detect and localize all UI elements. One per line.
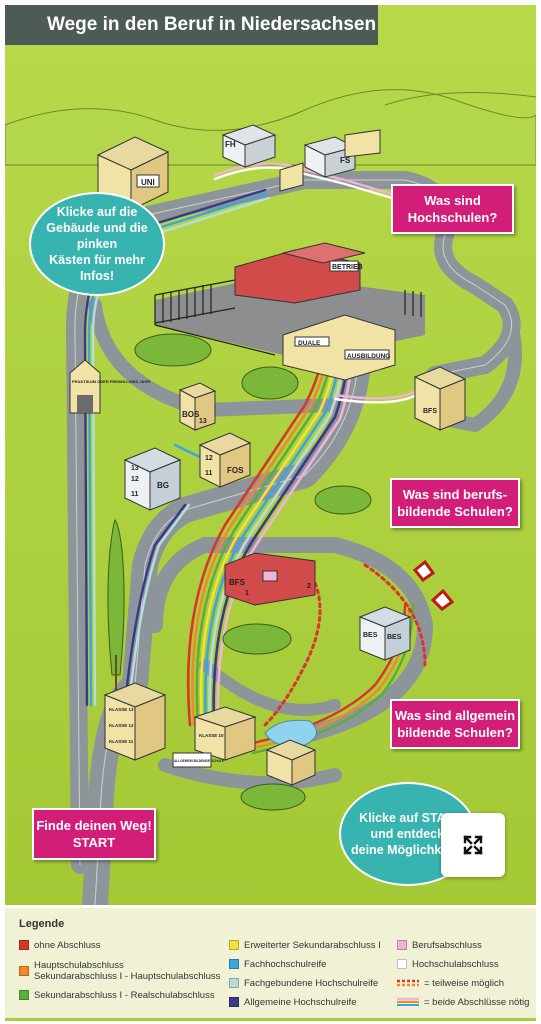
legend-swatch bbox=[19, 966, 29, 976]
legend-label: Sekundarabschluss I - Realschulabschluss bbox=[34, 990, 215, 1001]
legend-item: Sekundarabschluss I - Realschulabschluss bbox=[19, 990, 215, 1001]
fh-building bbox=[221, 124, 277, 168]
bg-12: 12 bbox=[131, 476, 139, 483]
hochschulen-button[interactable]: Was sind Hochschulen? bbox=[391, 184, 514, 234]
allgemein-schule-building bbox=[103, 682, 317, 786]
bubble-top-line4: Infos! bbox=[79, 269, 115, 283]
career-path-map: UNI FH FS BETRIEB DUALE AUSBILDUNG PRAKT… bbox=[5, 5, 536, 905]
allgemeinbildende-line1: Was sind allgemein bbox=[394, 708, 516, 723]
bes-building bbox=[358, 606, 412, 661]
bfs-mid-1: 1 bbox=[245, 590, 249, 597]
bes2-label: BES bbox=[387, 634, 402, 641]
legend-label: ohne Abschluss bbox=[34, 940, 101, 951]
fh-label: FH bbox=[225, 140, 236, 149]
legend-label: Allgemeine Hochschulreife bbox=[244, 997, 357, 1008]
legend-item: Hauptschulabschluss Sekundarabschluss I … bbox=[19, 960, 220, 982]
legend-swatch bbox=[19, 940, 29, 950]
berufsbildende-line2: bildende Schulen? bbox=[397, 504, 513, 519]
legend-swatch bbox=[229, 940, 239, 950]
allgemeinbildende-button[interactable]: Was sind allgemein bildende Schulen? bbox=[390, 699, 520, 749]
bfs-mid-2: 2 bbox=[307, 583, 311, 590]
start-line2: START bbox=[72, 835, 116, 850]
bubble-top-line3: Kästen für mehr bbox=[49, 253, 145, 267]
bubble-top-line1: Klicke auf die bbox=[56, 205, 138, 219]
bubble-bottom-line1: Klicke auf START bbox=[359, 811, 463, 825]
legend-label: Berufsabschluss bbox=[412, 940, 482, 951]
legend-label: Hochschulabschluss bbox=[412, 959, 499, 970]
legend-swatch bbox=[19, 990, 29, 1000]
legend-label: Fachhochschulreife bbox=[244, 959, 327, 970]
klasse-13: KLASSE 13 bbox=[109, 707, 134, 712]
legend-item: = beide Abschlüsse nötig bbox=[397, 997, 529, 1008]
bubble-bottom-line3: deine Möglichkeiten bbox=[351, 843, 471, 857]
legend-item: Hochschulabschluss bbox=[397, 959, 499, 970]
legend-title: Legende bbox=[19, 918, 65, 930]
dashed-line-swatch bbox=[397, 979, 419, 987]
page-title: Wege in den Beruf in Niedersachsen bbox=[5, 5, 378, 45]
legend-label: Erweiterter Sekundarabschluss I bbox=[244, 940, 381, 951]
start-button[interactable]: Finde deinen Weg! START bbox=[32, 808, 156, 860]
legend-item: Allgemeine Hochschulreife bbox=[229, 997, 356, 1008]
ausbildung-label: AUSBILDUNG bbox=[347, 353, 390, 360]
fos-building bbox=[198, 432, 252, 488]
legend-item: Fachhochschulreife bbox=[229, 959, 326, 970]
legend-label: = teilweise möglich bbox=[424, 978, 504, 989]
warning-signs bbox=[412, 559, 455, 611]
legend-label: Hauptschulabschluss Sekundarabschluss I … bbox=[34, 960, 221, 982]
expand-icon bbox=[463, 835, 483, 855]
fos-label: FOS bbox=[227, 466, 244, 475]
legend: Legende ohne Abschluss Hauptschulabschlu… bbox=[5, 908, 536, 1021]
bg-label: BG bbox=[157, 481, 169, 490]
bubble-bottom-line2: und entdecke bbox=[370, 827, 452, 841]
legend-item: Erweiterter Sekundarabschluss I bbox=[229, 940, 381, 951]
legend-item: Berufsabschluss bbox=[397, 940, 482, 951]
bg-11: 11 bbox=[131, 491, 139, 498]
fullscreen-button[interactable] bbox=[441, 813, 505, 877]
bubble-top-line2: Gebäude und die pinken bbox=[46, 221, 148, 251]
klasse-10: KLASSE 10 bbox=[199, 733, 224, 738]
allg-schule-sign: ALLGEMEIN BILDENDE SCHULE bbox=[174, 759, 224, 763]
bos-num: 13 bbox=[199, 418, 207, 425]
hochschulen-line1: Was sind bbox=[424, 193, 481, 208]
allgemeinbildende-line2: bildende Schulen? bbox=[397, 725, 513, 740]
betrieb-label: BETRIEB bbox=[332, 264, 363, 271]
legend-swatch bbox=[229, 997, 239, 1007]
bos-building bbox=[178, 382, 217, 431]
uni-label: UNI bbox=[141, 178, 155, 187]
bfs-right-label: BFS bbox=[423, 408, 437, 415]
legend-label: = beide Abschlüsse nötig bbox=[424, 997, 530, 1008]
praktikum-label: PRAKTIKUM ODER FREIWILLIGES JAHR bbox=[72, 379, 150, 384]
fos-11: 11 bbox=[205, 470, 213, 477]
bfs-right-building bbox=[413, 366, 467, 431]
berufsbildende-button[interactable]: Was sind berufs- bildende Schulen? bbox=[390, 478, 520, 528]
klasse-11: KLASSE 11 bbox=[109, 739, 134, 744]
bfs-mid-building bbox=[224, 552, 316, 606]
bg-building bbox=[123, 447, 182, 511]
duale-ausbildung-building bbox=[282, 314, 396, 381]
legend-swatch bbox=[397, 940, 407, 950]
klasse-12: KLASSE 12 bbox=[109, 723, 134, 728]
legend-item: ohne Abschluss bbox=[19, 940, 101, 951]
bfs-mid-label: BFS bbox=[229, 578, 246, 587]
praktikum-gate bbox=[69, 359, 101, 414]
legend-label: Fachgebundene Hochschulreife bbox=[244, 978, 379, 989]
double-line-swatch bbox=[397, 997, 419, 1006]
bos-label: BOS bbox=[182, 410, 200, 419]
fs-label: FS bbox=[340, 156, 351, 165]
legend-swatch bbox=[229, 978, 239, 988]
legend-swatch bbox=[397, 959, 407, 969]
bg-13: 13 bbox=[131, 465, 139, 472]
start-line1: Finde deinen Weg! bbox=[36, 818, 152, 833]
fos-12: 12 bbox=[205, 455, 213, 462]
info-bubble-top: Klicke auf die Gebäude und die pinken Kä… bbox=[29, 192, 165, 296]
legend-swatch bbox=[229, 959, 239, 969]
betrieb-building bbox=[234, 242, 366, 304]
bes1-label: BES bbox=[363, 632, 378, 639]
hochschulen-line2: Hochschulen? bbox=[407, 210, 498, 225]
legend-item: = teilweise möglich bbox=[397, 978, 504, 989]
legend-item: Fachgebundene Hochschulreife bbox=[229, 978, 378, 989]
duale-label: DUALE bbox=[298, 340, 321, 347]
berufsbildende-line1: Was sind berufs- bbox=[402, 487, 508, 502]
